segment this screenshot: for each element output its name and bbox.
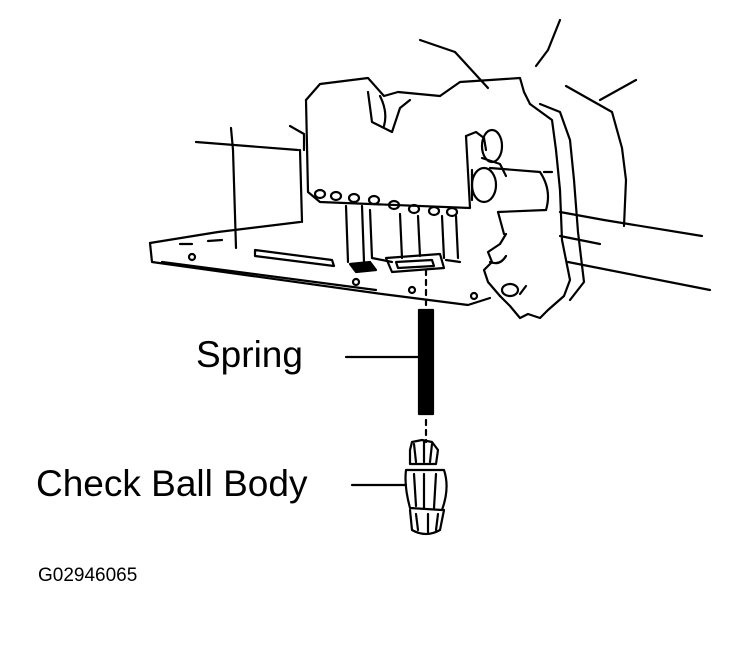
check-ball-body-part: [404, 438, 448, 536]
pipe-fitting: [464, 128, 554, 236]
spring-part: [417, 308, 435, 416]
plate-holes: [187, 252, 479, 301]
transmission-case: [148, 124, 712, 307]
valve-body: [304, 18, 638, 274]
figure-code: G02946065: [38, 565, 138, 586]
spring-label: Spring: [196, 334, 303, 375]
bracket: [482, 102, 586, 320]
check-ball-body-label: Check Ball Body: [36, 463, 308, 504]
leader-lines: [344, 355, 420, 487]
